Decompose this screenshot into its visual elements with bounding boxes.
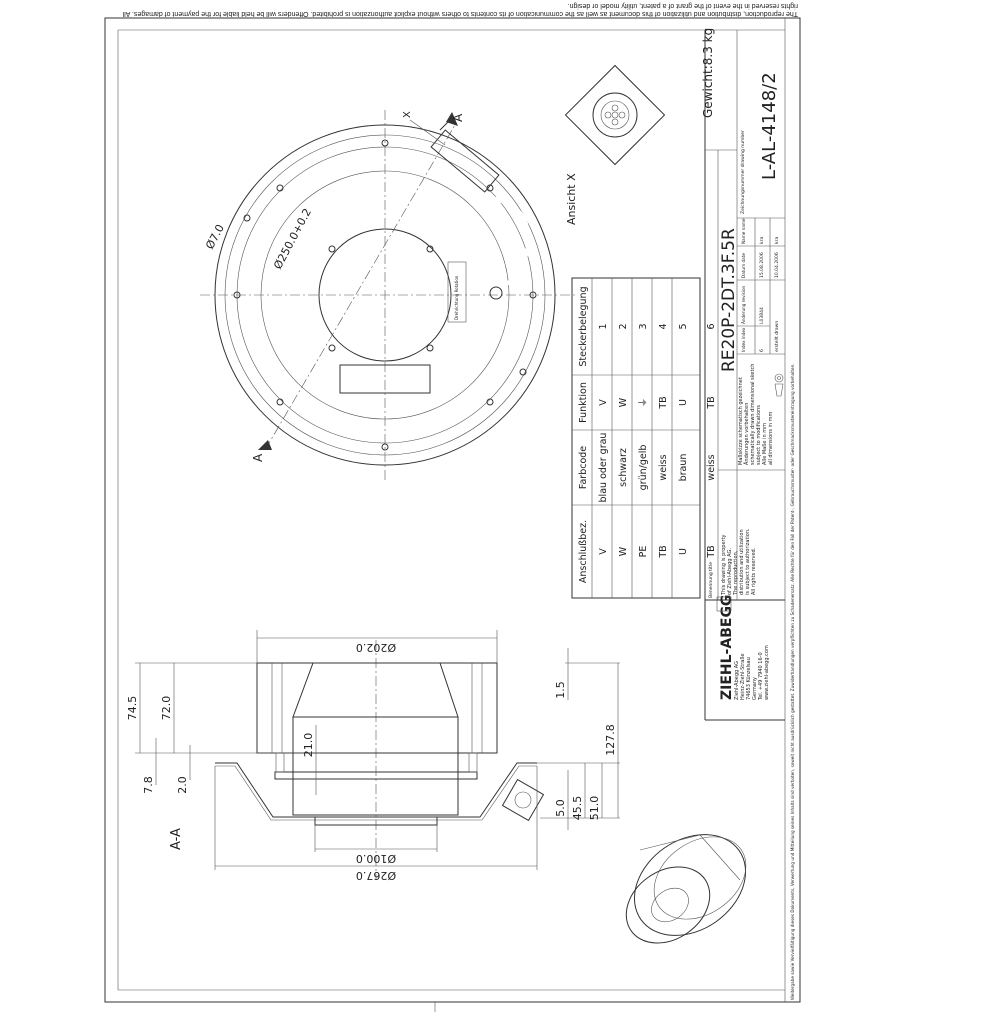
revision-cell: 6: [759, 349, 765, 352]
dim-h51_0: 51.0: [588, 796, 601, 821]
property-note-line: is subject to authorization.: [745, 528, 751, 595]
isometric-view: [625, 834, 747, 944]
dim-h72_0: 72.0: [160, 696, 173, 721]
revision-header: Änderung revision: [741, 285, 746, 324]
table-cell: 4: [658, 323, 669, 329]
company-line: Heinz-Ziehl-Straße: [740, 653, 746, 700]
company-logo: ZIEHL-ABEGG: [719, 595, 735, 700]
dim-h7_8: 7.8: [142, 776, 155, 794]
dim-h127_8: 127.8: [604, 724, 617, 756]
revision-header: Index index: [741, 327, 746, 352]
company-line: Ziehl-Abegg AG: [734, 661, 740, 700]
property-note-line: This drawing is property: [721, 534, 727, 596]
table-cell: 1: [598, 323, 609, 329]
connector-view: Ansicht X: [564, 64, 666, 225]
weight: Gewicht:8.3 kg: [701, 28, 715, 118]
dim-h74_5: 74.5: [126, 696, 139, 721]
dim-h5_0: 5.0: [554, 799, 567, 817]
table-cell: braun: [678, 454, 689, 482]
dim-d202: Ø202.0: [356, 641, 396, 654]
drawn-cell: kra: [774, 237, 780, 244]
sketch-note-line: schematically drawn dimensional sketch: [750, 364, 756, 465]
table-header: Steckerbelegung: [578, 286, 589, 366]
table-cell: V: [598, 548, 609, 555]
table-cell: 6: [706, 323, 717, 329]
table-cell: TB: [658, 396, 669, 409]
table-cell: TB: [706, 545, 717, 558]
bolt-circle-dim: Ø250.0+0.2: [271, 206, 314, 271]
table-header: Funktion: [578, 382, 589, 423]
table-cell: 3: [638, 323, 649, 329]
company-line: Tel. +49 7940 16-0: [758, 652, 764, 701]
sketch-note-line: Alle Maße in mm: [762, 423, 768, 465]
revision-header: Datum date: [741, 253, 746, 278]
revision-header: Name name: [741, 218, 746, 244]
company-line: 74653 Künzelsau: [746, 657, 752, 700]
drawing-number-label: Zeichnungsnummer drawing number: [740, 130, 746, 214]
section-label-bottom: A: [251, 453, 265, 462]
table-cell: TB: [706, 396, 717, 409]
rotation-label-plate: [447, 261, 467, 323]
title-label: Benennung title: [708, 562, 714, 598]
top-view: Drehrichtung Rotation A A X Ø7.0 Ø250.0+…: [200, 110, 575, 480]
sketch-note-line: Änderungen vorbehalten: [743, 403, 750, 465]
table-cell: 5: [678, 323, 689, 329]
revision-cell: L03844: [759, 307, 765, 324]
connector-view-label: Ansicht X: [565, 173, 578, 225]
table-cell: blau oder grau: [598, 433, 609, 503]
cable-connector: [430, 129, 531, 300]
hole-dim: Ø7.0: [203, 222, 227, 251]
table-cell: TB: [658, 545, 669, 558]
drawing-title: RE20P-2DT.3F.5R: [719, 228, 739, 372]
title-block: L-AL-4148/2 Zeichnungsnummer drawing num…: [704, 30, 785, 721]
table-cell: schwarz: [618, 448, 629, 487]
section-label-top: A: [451, 113, 465, 122]
view-marker: X: [402, 111, 413, 118]
table-cell: W: [618, 397, 629, 407]
dim-d100: Ø100.0: [356, 852, 396, 865]
table-cell: PE: [638, 546, 649, 558]
table-cell: V: [598, 399, 609, 406]
table-cell: grün/gelb: [638, 445, 649, 491]
nameplate: [339, 364, 431, 394]
dim-h2_0: 2.0: [176, 776, 189, 794]
table-header: Anschlußbez.: [578, 520, 589, 583]
bottom-notice: Weitergabe sowie Vervielfältigung dieses…: [790, 363, 795, 1000]
sketch-note-line: Maßskizze schematisch gezeichnet: [738, 377, 744, 465]
sketch-note-line: subject to modifications: [756, 405, 762, 465]
revision-cell: kra: [759, 237, 765, 244]
table-cell: ⏚: [638, 398, 649, 408]
property-note-line: The reproduction,: [733, 550, 739, 596]
projection-symbol: [774, 373, 784, 397]
dim-h45_5: 45.5: [571, 796, 584, 821]
company-line: www.ziehl-abegg.com: [764, 645, 770, 700]
table-cell: U: [678, 399, 689, 406]
dim-h1_5: 1.5: [554, 681, 567, 699]
section-arrows: A A X: [251, 111, 465, 462]
table-cell: weiss: [706, 454, 717, 480]
property-note-line: of Ziehl-Abegg AG.: [727, 548, 733, 595]
table-header: Farbcode: [578, 446, 589, 489]
rotation-label: Drehrichtung Rotation: [454, 275, 459, 320]
section-label: A-A: [169, 828, 184, 850]
sketch-note-line: all dimensions in mm: [768, 411, 774, 465]
drawn-cell: 10.04.2006: [774, 252, 780, 278]
company-line: Germany: [752, 677, 758, 700]
top-notice: The reproduction, distribution and utili…: [122, 2, 798, 17]
drawn-cell: erstellt drawn: [774, 321, 780, 352]
property-note-line: All rights reserved.: [751, 547, 757, 595]
table-cell: W: [618, 546, 629, 556]
mounting-holes: [233, 139, 537, 451]
table-cell: 2: [618, 323, 629, 329]
dim-d267: Ø267.0: [356, 869, 396, 882]
table-cell: U: [678, 548, 689, 555]
sheet-frame: Weitergabe sowie Vervielfältigung dieses…: [104, 17, 801, 1012]
table-cell: weiss: [658, 454, 669, 480]
pin-table: Anschlußbez. Farbcode Funktion Steckerbeleg…: [571, 277, 717, 599]
property-note-line: distribution and utilization: [739, 529, 745, 595]
dim-h21_0: 21.0: [302, 733, 315, 758]
revision-cell: 15.08.2006: [759, 252, 765, 278]
drawing-number: L-AL-4148/2: [759, 72, 780, 180]
